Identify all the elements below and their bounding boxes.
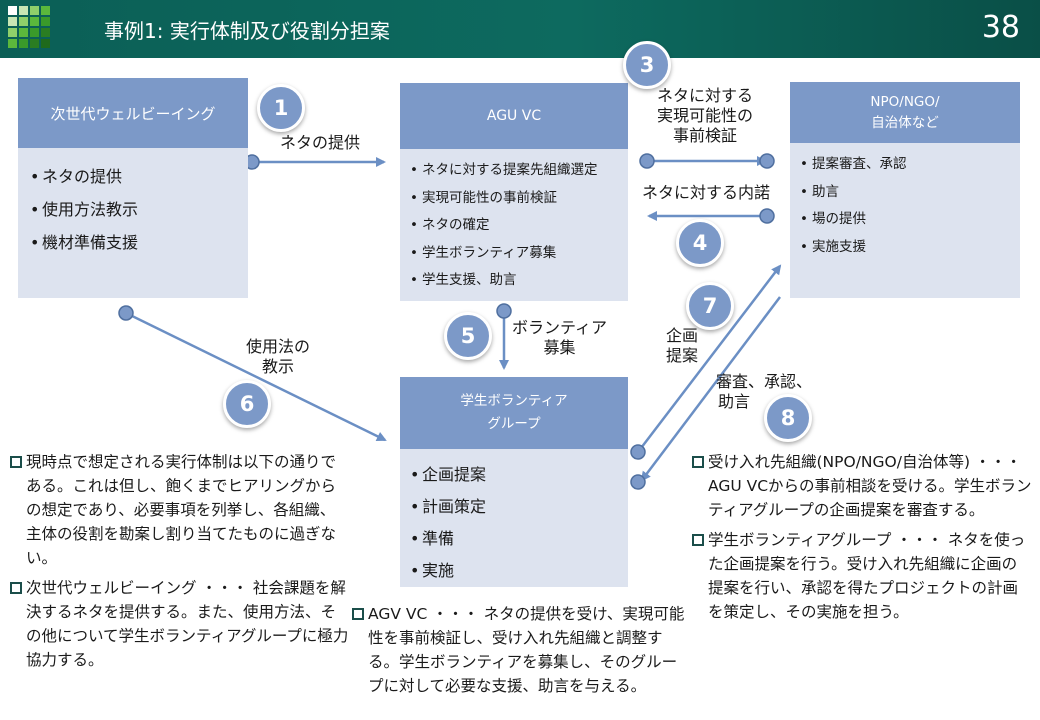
box-next-gen-wellbeing: 次世代ウェルビーイング ネタの提供 使用方法教示 機材準備支援 (18, 78, 248, 298)
list-item: 実施 (408, 555, 628, 587)
step-badge-7: 7 (686, 282, 734, 330)
label-usage-instruction: 使用法の 教示 (245, 337, 310, 376)
logo-grid-icon (8, 6, 50, 48)
list-item: 計画策定 (408, 491, 628, 523)
step-badge-5: 5 (444, 312, 492, 360)
step-badge-3: 3 (623, 41, 671, 89)
list-item: 学生ボランティア募集 (408, 240, 628, 268)
connector-node (630, 474, 646, 490)
list-item: ネタの確定 (408, 212, 628, 240)
list-item: 提案審査、承認 (798, 151, 1020, 179)
connector-node (118, 305, 134, 321)
bullet-paragraph: 次世代ウェルビーイング ・・・ 社会課題を解決するネタを提供する。また、使用方法… (10, 576, 350, 672)
list-item: 企画提案 (408, 459, 628, 491)
connector-proposal (637, 264, 782, 453)
box-title: AGU VC (400, 83, 628, 149)
label-neta-provision: ネタの提供 (280, 133, 361, 152)
box-title: 次世代ウェルビーイング (18, 78, 248, 148)
list-item: 学生支援、助言 (408, 267, 628, 295)
label-volunteer-recruitment: ボランティア 募集 (512, 318, 608, 357)
connector-instruction (125, 311, 387, 442)
slide-title: 事例1: 実行体制及び役割分担案 (104, 19, 390, 43)
list-item: 使用方法教示 (28, 193, 248, 226)
list-item: 機材準備支援 (28, 226, 248, 259)
description-left: 現時点で想定される実行体制は以下の通りである。これは但し、飽くまでヒアリングから… (10, 450, 350, 672)
box-student-volunteer-group: 学生ボランティア グループ 企画提案 計画策定 準備 実施 (400, 377, 628, 587)
list-item: 準備 (408, 523, 628, 555)
slide-header: 事例1: 実行体制及び役割分担案 38 (0, 0, 1040, 58)
connector-node (630, 444, 646, 460)
step-badge-8: 8 (764, 394, 812, 442)
connector-node (759, 208, 775, 224)
bullet-paragraph: 現時点で想定される実行体制は以下の通りである。これは但し、飽くまでヒアリングから… (10, 450, 350, 570)
connector-review (640, 296, 781, 482)
list-item: 実施支援 (798, 234, 1020, 262)
label-plan-proposal: 企画 提案 (665, 326, 698, 365)
label-review-approval: 審査、承認、 助言 (716, 372, 813, 411)
box-agu-vc: AGU VC ネタに対する提案先組織選定 実現可能性の事前検証 ネタの確定 学生… (400, 83, 628, 301)
box-title: NPO/NGO/ 自治体など (790, 82, 1020, 143)
description-right: 受け入れ先組織(NPO/NGO/自治体等) ・・・ AGU VCからの事前相談を… (692, 450, 1032, 624)
list-item: ネタに対する提案先組織選定 (408, 157, 628, 185)
connector-node (759, 153, 775, 169)
box-title: 学生ボランティア グループ (400, 377, 628, 449)
bullet-paragraph: 受け入れ先組織(NPO/NGO/自治体等) ・・・ AGU VCからの事前相談を… (692, 450, 1032, 522)
label-consent: ネタに対する内諾 (642, 183, 771, 202)
page-number: 38 (981, 10, 1020, 45)
box-npo-ngo: NPO/NGO/ 自治体など 提案審査、承認 助言 場の提供 実施支援 (790, 82, 1020, 298)
list-item: ネタの提供 (28, 160, 248, 193)
step-badge-6: 6 (223, 380, 271, 428)
step-badge-1: 1 (257, 84, 305, 132)
list-item: 実現可能性の事前検証 (408, 185, 628, 213)
description-middle: AGV VC ・・・ ネタの提供を受け、実現可能性を事前検証し、受け入れ先組織と… (352, 602, 686, 698)
connector-node (639, 153, 655, 169)
list-item: 場の提供 (798, 206, 1020, 234)
bullet-paragraph: AGV VC ・・・ ネタの提供を受け、実現可能性を事前検証し、受け入れ先組織と… (352, 602, 686, 698)
bullet-paragraph: 学生ボランティアグループ ・・・ ネタを使った企画提案を行う。受け入れ先組織に企… (692, 528, 1032, 624)
label-feasibility-verification: ネタに対する 実現可能性の 事前検証 (656, 86, 753, 145)
step-badge-4: 4 (676, 219, 724, 267)
connector-node (496, 303, 512, 319)
list-item: 助言 (798, 179, 1020, 207)
